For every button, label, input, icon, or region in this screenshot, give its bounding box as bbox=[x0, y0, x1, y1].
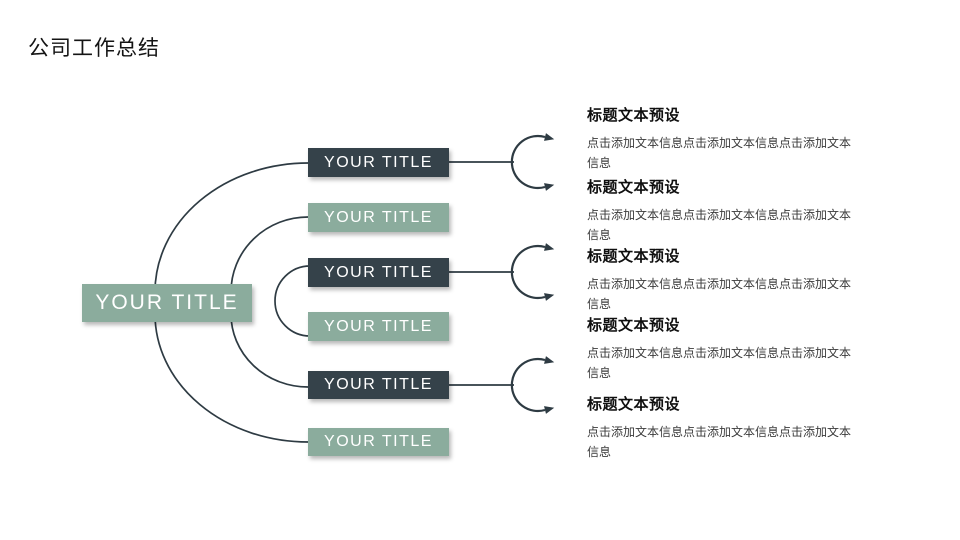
branch-arc-inner-circle bbox=[274, 265, 311, 337]
branch-node-3[interactable]: YOUR TITLE bbox=[308, 258, 449, 287]
text-block-body: 点击添加文本信息点击添加文本信息点击添加文本信息 bbox=[587, 208, 852, 243]
connector-fork-arc-3 bbox=[510, 357, 546, 413]
arrowhead-icon bbox=[544, 406, 555, 414]
arrowhead-icon bbox=[544, 293, 555, 301]
branch-arc-top-middle bbox=[230, 216, 309, 293]
arrowhead-icon bbox=[544, 243, 555, 251]
branch-node-5[interactable]: YOUR TITLE bbox=[308, 371, 449, 399]
text-block-heading: 标题文本预设 bbox=[587, 248, 681, 265]
text-block-body: 点击添加文本信息点击添加文本信息点击添加文本信息 bbox=[587, 136, 852, 171]
main-title-node[interactable]: YOUR TITLE bbox=[82, 284, 252, 322]
branch-node-4[interactable]: YOUR TITLE bbox=[308, 312, 449, 341]
connector-fork-arc-1 bbox=[510, 134, 546, 190]
branch-arc-bottom-outer bbox=[154, 313, 309, 443]
text-block-4[interactable]: 标题文本预设 点击添加文本信息点击添加文本信息点击添加文本信息 bbox=[587, 314, 859, 384]
text-block-heading: 标题文本预设 bbox=[587, 317, 681, 334]
page-title[interactable]: 公司工作总结 bbox=[28, 37, 160, 60]
arrowhead-icon bbox=[544, 133, 555, 141]
text-block-heading: 标题文本预设 bbox=[587, 179, 681, 196]
text-block-5[interactable]: 标题文本预设 点击添加文本信息点击添加文本信息点击添加文本信息 bbox=[587, 393, 859, 463]
text-block-body: 点击添加文本信息点击添加文本信息点击添加文本信息 bbox=[587, 346, 852, 381]
text-block-2[interactable]: 标题文本预设 点击添加文本信息点击添加文本信息点击添加文本信息 bbox=[587, 176, 859, 246]
branch-arc-top-outer bbox=[154, 162, 309, 293]
branch-node-6[interactable]: YOUR TITLE bbox=[308, 428, 449, 456]
arrowhead-icon bbox=[544, 356, 555, 364]
branch-node-1[interactable]: YOUR TITLE bbox=[308, 148, 449, 177]
arrowhead-icon bbox=[544, 183, 555, 191]
text-block-3[interactable]: 标题文本预设 点击添加文本信息点击添加文本信息点击添加文本信息 bbox=[587, 245, 859, 315]
text-block-heading: 标题文本预设 bbox=[587, 396, 681, 413]
text-block-heading: 标题文本预设 bbox=[587, 107, 681, 124]
text-block-1[interactable]: 标题文本预设 点击添加文本信息点击添加文本信息点击添加文本信息 bbox=[587, 104, 859, 174]
branch-node-2[interactable]: YOUR TITLE bbox=[308, 203, 449, 232]
branch-arc-bottom-middle bbox=[230, 313, 309, 388]
text-block-body: 点击添加文本信息点击添加文本信息点击添加文本信息 bbox=[587, 425, 852, 460]
text-block-body: 点击添加文本信息点击添加文本信息点击添加文本信息 bbox=[587, 277, 852, 312]
connector-fork-arc-2 bbox=[510, 244, 546, 300]
